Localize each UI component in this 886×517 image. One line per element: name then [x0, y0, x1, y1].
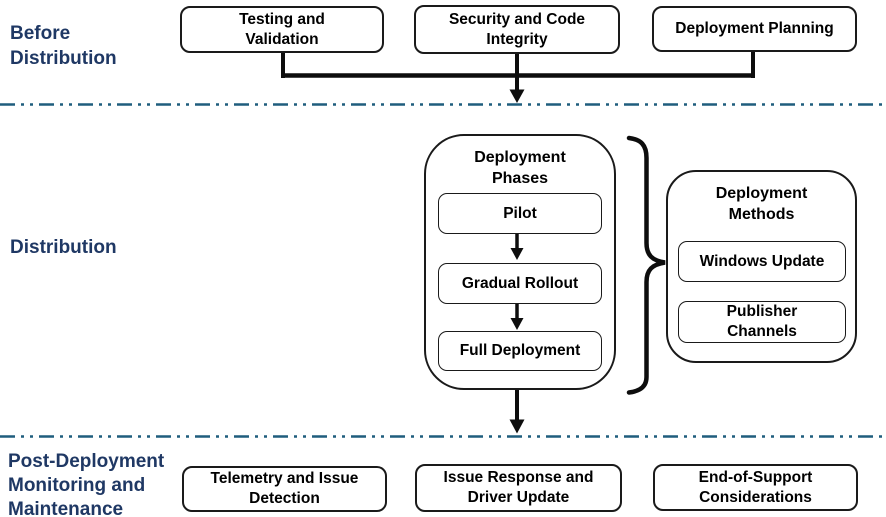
arrow-pilot-to-gradual-head — [510, 248, 524, 260]
section-label-distribution: Distribution — [10, 237, 117, 258]
node-security-and-code-integrity: Security and Code Integrity — [414, 5, 620, 54]
arrow-distribution-to-post-head — [509, 419, 525, 434]
deployment-phases-title: Deployment Phases — [474, 149, 566, 187]
deployment-methods-container: Deployment Methods Windows Update Publis… — [666, 170, 857, 363]
node-windows-update: Windows Update — [678, 241, 846, 282]
curly-brace — [626, 135, 666, 395]
node-pilot: Pilot — [438, 193, 602, 234]
node-issue-response-and-driver-update: Issue Response and Driver Update — [415, 464, 622, 512]
section-label-post-deployment: Post-Deployment Monitoring and Maintenan… — [8, 451, 165, 517]
arrow-before-to-distribution-head — [509, 89, 525, 103]
node-gradual-rollout: Gradual Rollout — [438, 263, 602, 304]
deployment-phases-container: Deployment Phases Pilot Gradual Rollout … — [424, 134, 616, 390]
section-label-before-distribution: Before Distribution — [10, 23, 117, 69]
node-telemetry-and-issue-detection: Telemetry and Issue Detection — [182, 466, 387, 512]
node-testing-and-validation: Testing and Validation — [180, 6, 384, 53]
node-deployment-planning: Deployment Planning — [652, 6, 857, 52]
node-publisher-channels: Publisher Channels — [678, 301, 846, 343]
arrow-gradual-to-full-head — [510, 318, 524, 330]
deployment-methods-title: Deployment Methods — [715, 185, 808, 223]
node-end-of-support-considerations: End-of-Support Considerations — [653, 464, 858, 511]
node-full-deployment: Full Deployment — [438, 331, 602, 371]
